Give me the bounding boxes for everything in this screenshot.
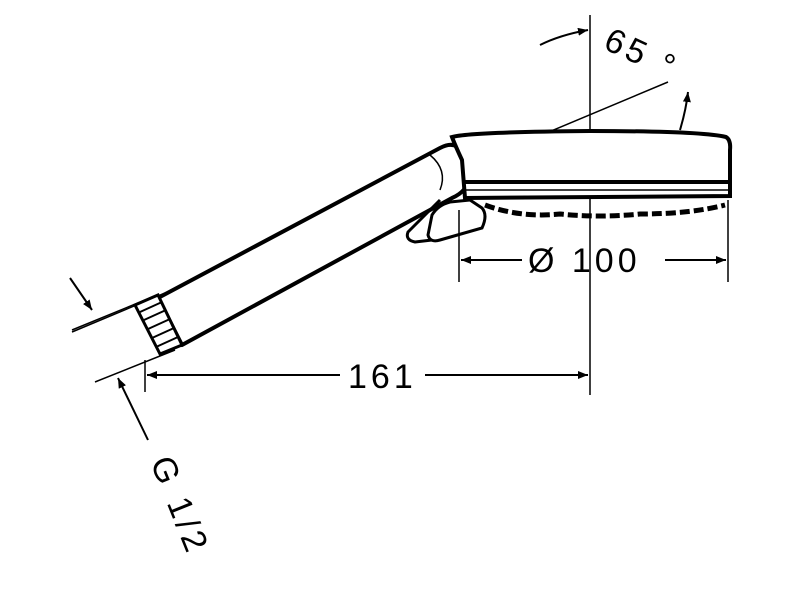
thread-label: G 1/2 [143,451,217,561]
shower-handle [156,142,471,347]
shower-head [426,128,733,243]
diameter-dimension [458,200,729,282]
thread-dimension [69,277,176,441]
length-dimension [144,360,588,392]
angle-label: 65 ° [599,21,685,88]
length-label: 161 [348,358,417,396]
diameter-label: Ø 100 [528,242,641,280]
thread-connector [132,293,185,356]
angle-dimension [539,27,691,131]
